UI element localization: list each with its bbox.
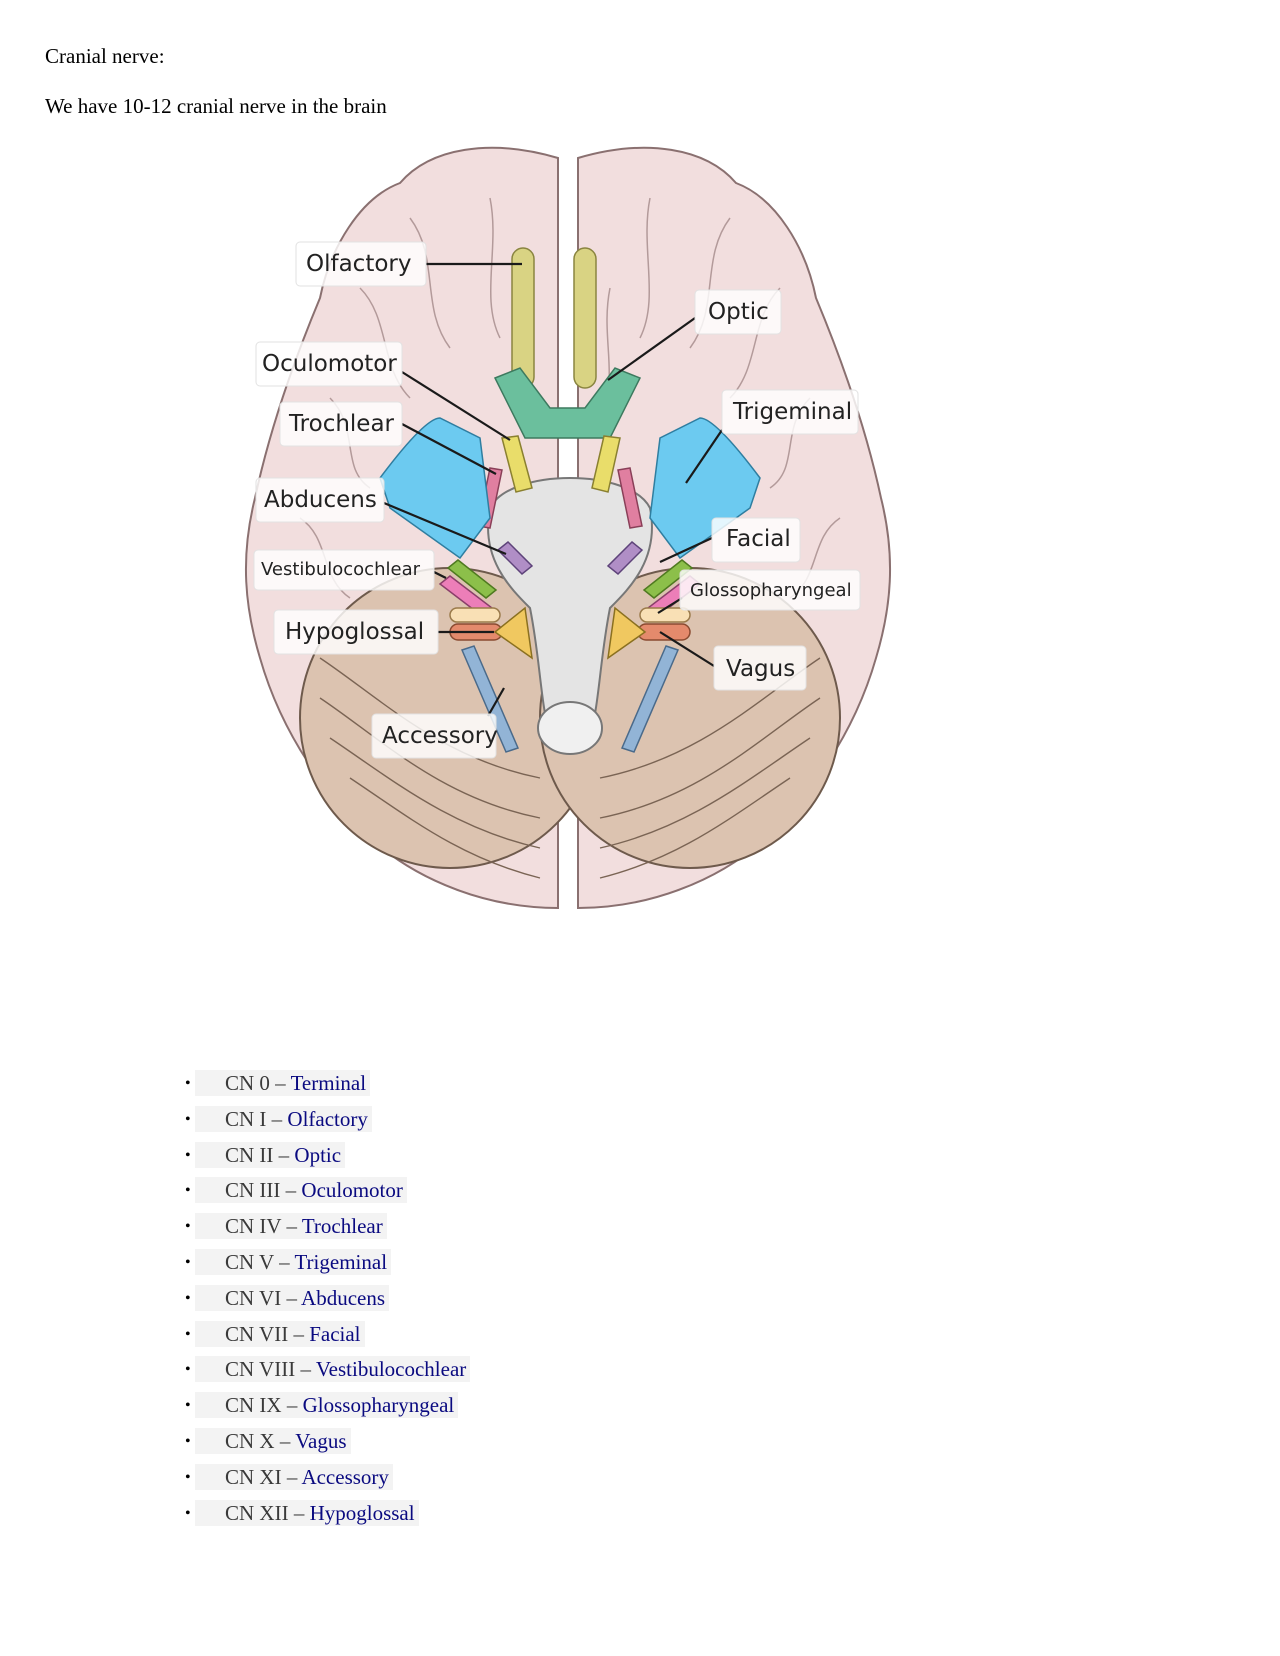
bullet-icon: • [185,1218,191,1236]
trochlear-nerve [617,467,643,529]
nerve-name: Vestibulocochlear [315,1357,467,1382]
nerve-name: Accessory [301,1464,389,1489]
nerve-name: Glossopharyngeal [302,1393,455,1418]
nerve-code: CN IX – [225,1393,298,1418]
bullet-icon: • [185,1289,191,1307]
trigeminal-nerve [379,417,491,560]
bullet-icon: • [185,1361,191,1379]
diagram-label-abducens: Abducens [264,487,377,513]
bullet-icon: • [185,1468,191,1486]
abducens-nerve [606,540,644,576]
diagram-label-accessory: Accessory [382,723,498,749]
diagram-label-vagus: Vagus [726,656,795,682]
olfactory-nerve [573,247,597,389]
nerve-code: CN V – [225,1249,290,1274]
spinal-cord [537,701,603,755]
hypoglossal-nerve [493,606,533,660]
nerve-code: CN VII – [225,1321,304,1346]
abducens-nerve [496,540,534,576]
oculomotor-nerve [591,435,621,493]
bullet-icon: • [185,1075,191,1092]
nerve-name: Olfactory [287,1106,368,1131]
intro-paragraph: We have 10-12 cranial nerve in the brain [45,94,387,118]
diagram-label-hypoglossal: Hypoglossal [285,619,424,645]
facial-nerve [642,559,694,599]
diagram-label-optic: Optic [708,299,769,325]
diagram-label-facial: Facial [726,526,791,552]
bullet-icon: • [185,1504,191,1522]
nerve-code: CN II – [225,1142,290,1167]
bullet-icon: • [185,1253,191,1271]
optic-nerve [493,367,642,439]
nerve-name: Abducens [301,1285,386,1310]
glossopharyngeal-nerve [449,607,501,623]
nerve-name: Trigeminal [294,1249,388,1274]
nerve-name: Vagus [295,1428,347,1453]
bullet-icon: • [185,1146,191,1164]
nerve-code: CN IV – [225,1214,297,1239]
nerve-code: CN XI – [225,1464,298,1489]
bullet-icon: • [185,1432,191,1450]
hypoglossal-nerve [607,606,647,660]
diagram-label-glossopharyngeal: Glossopharyngeal [690,580,852,601]
trigeminal-nerve [649,417,761,560]
document-heading: Cranial nerve: [45,44,165,68]
bullet-icon: • [185,1110,191,1128]
brainstem [487,477,653,739]
cranial-nerves-diagram: Olfactory Optic Oculomotor Trochlear Tri… [240,138,920,938]
nerve-code: CN I – [225,1106,283,1131]
accessory-nerve [620,645,680,753]
nerve-name: Optic [294,1142,342,1167]
nerve-name: Oculomotor [301,1178,403,1203]
nerve-name: Trochlear [301,1214,383,1239]
nerve-name: Hypoglossal [309,1500,415,1525]
oculomotor-nerve [501,435,533,493]
diagram-label-olfactory: Olfactory [306,251,412,277]
nerve-code: CN III – [225,1178,297,1203]
diagram-label-trigeminal: Trigeminal [732,399,852,425]
diagram-label-oculomotor: Oculomotor [262,351,397,377]
nerve-code: CN X – [225,1428,291,1453]
olfactory-nerve [511,247,535,389]
brain-underside-illustration: Olfactory Optic Oculomotor Trochlear Tri… [244,146,892,910]
bullet-icon: • [185,1397,191,1415]
diagram-label-vestibulocochlear: Vestibulocochlear [261,559,421,580]
bullet-icon: • [185,1325,191,1343]
bullet-icon: • [185,1182,191,1200]
facial-nerve [446,559,498,599]
nerve-name: Facial [309,1321,361,1346]
nerve-code: CN VI – [225,1285,297,1310]
nerve-name: Terminal [290,1071,367,1095]
nerve-code: CN VIII – [225,1357,311,1382]
nerve-code: CN 0 – [225,1071,286,1095]
nerve-code: CN XII – [225,1500,305,1525]
diagram-label-trochlear: Trochlear [288,411,395,437]
